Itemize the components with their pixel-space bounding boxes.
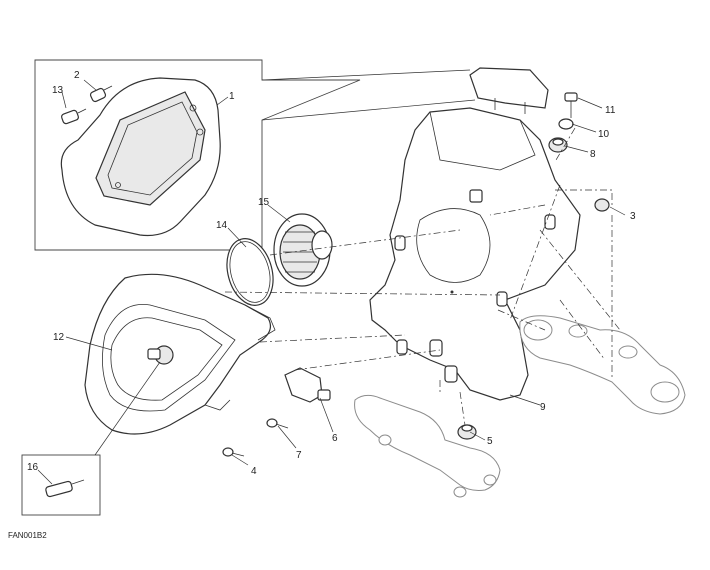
screw-11 xyxy=(564,92,578,118)
callout-11: 11 xyxy=(605,105,616,116)
screw-4 xyxy=(222,447,245,457)
callout-8: 8 xyxy=(590,149,596,160)
callout-15: 15 xyxy=(258,197,270,208)
callout-14: 14 xyxy=(216,220,228,231)
leader-lines xyxy=(37,79,626,485)
callout-16: 16 xyxy=(27,462,39,473)
headlight-12 xyxy=(84,273,276,435)
callout-4: 4 xyxy=(251,466,257,477)
callout-3: 3 xyxy=(630,211,636,222)
assembly-axes xyxy=(224,127,621,426)
instrument-cluster xyxy=(60,77,221,237)
callout-10: 10 xyxy=(598,129,610,140)
drawing-code: FAN001B2 xyxy=(8,531,47,540)
screw-7 xyxy=(266,418,289,429)
callout-13: 13 xyxy=(52,85,64,96)
callout-labels: 1 2 3 4 5 6 7 8 9 10 11 12 13 14 15 16 xyxy=(27,70,636,477)
callout-1: 1 xyxy=(229,91,235,102)
bulb-2 xyxy=(89,85,113,103)
o-ring-14 xyxy=(226,238,274,306)
nut-3 xyxy=(594,198,610,212)
callout-2: 2 xyxy=(74,70,80,81)
upper-cover xyxy=(469,67,549,114)
callout-12: 12 xyxy=(53,332,65,343)
callout-5: 5 xyxy=(487,436,493,447)
callout-7: 7 xyxy=(296,450,302,461)
bulb-holder-15 xyxy=(273,213,333,287)
callout-9: 9 xyxy=(540,402,546,413)
instrument-inset xyxy=(34,59,476,251)
upper-triple-clamp-ghost xyxy=(519,315,686,415)
bulb-13 xyxy=(61,108,87,125)
bulb-inset-16 xyxy=(21,361,161,516)
washer-10 xyxy=(558,118,574,130)
lower-bracket-ghost xyxy=(354,394,501,498)
grommet-8 xyxy=(548,137,568,153)
headlight-support-frame xyxy=(369,107,581,401)
grommet-5 xyxy=(457,424,477,440)
bracket-6 xyxy=(284,367,331,403)
callout-6: 6 xyxy=(332,433,338,444)
